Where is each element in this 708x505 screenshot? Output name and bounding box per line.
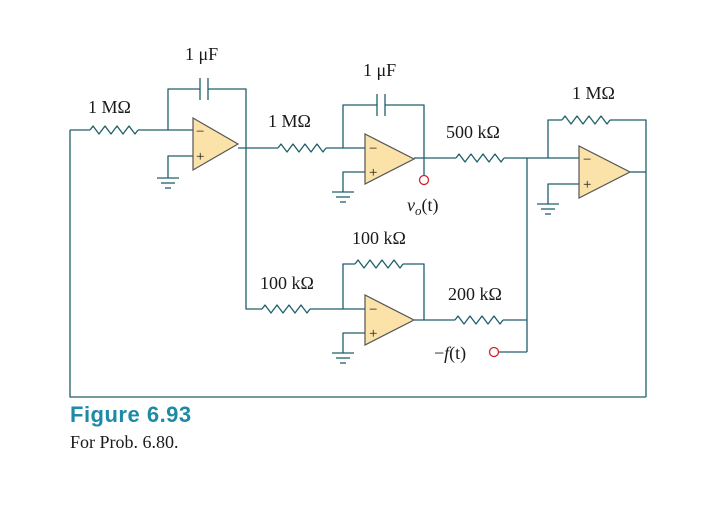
label-c2: 1 μF <box>363 60 396 80</box>
figure-title: Figure 6.93 <box>70 402 192 427</box>
resistor-1mohm-feedback <box>561 115 611 125</box>
wire <box>610 119 647 397</box>
opamp-inverter <box>364 294 416 346</box>
wire <box>403 263 425 320</box>
label-r-feedback3: 1 MΩ <box>572 83 615 103</box>
label-r-500k: 500 kΩ <box>446 122 500 142</box>
label-minus-f: −f(t) <box>434 343 466 364</box>
opamp1-plus-sign: + <box>196 149 204 165</box>
wire <box>208 88 247 148</box>
label-r-100k-in: 100 kΩ <box>260 273 314 293</box>
resistor-1mohm-input <box>89 125 139 135</box>
label-r-100k-fb: 100 kΩ <box>352 228 406 248</box>
label-r-stage2: 1 MΩ <box>268 111 311 131</box>
f-terminal <box>488 346 500 358</box>
wire <box>342 171 365 192</box>
label-vo: vo(t) <box>407 195 439 218</box>
label-r-input: 1 MΩ <box>88 97 131 117</box>
opamp2-plus-sign: + <box>369 165 377 181</box>
opamp-stage1 <box>192 116 240 172</box>
wire <box>342 263 355 309</box>
wire <box>342 332 365 353</box>
wire <box>385 104 425 158</box>
opamp4-minus-sign: − <box>369 302 377 318</box>
wire <box>547 119 562 158</box>
label-r-200k: 200 kΩ <box>448 284 502 304</box>
resistor-500kohm <box>455 153 505 163</box>
resistor-200kohm <box>454 315 504 325</box>
opamp2-minus-sign: − <box>369 141 377 157</box>
label-c1: 1 μF <box>185 44 218 64</box>
opamp1-minus-sign: − <box>196 124 204 140</box>
wire <box>167 155 193 178</box>
opamp3-minus-sign: − <box>583 152 591 168</box>
opamp-stage3 <box>578 145 632 199</box>
wire <box>342 104 377 148</box>
opamp4-plus-sign: + <box>369 326 377 342</box>
resistor-100kohm-input <box>261 304 311 314</box>
opamp3-plus-sign: + <box>583 177 591 193</box>
wire <box>69 130 646 398</box>
vo-terminal <box>418 174 430 186</box>
wire <box>167 88 200 130</box>
wire <box>547 183 579 204</box>
opamp-stage2 <box>364 133 416 185</box>
wire <box>245 148 262 310</box>
resistor-1mohm-stage2 <box>277 143 327 153</box>
resistor-100kohm-feedback <box>354 259 404 269</box>
figure-caption: For Prob. 6.80. <box>70 432 179 452</box>
